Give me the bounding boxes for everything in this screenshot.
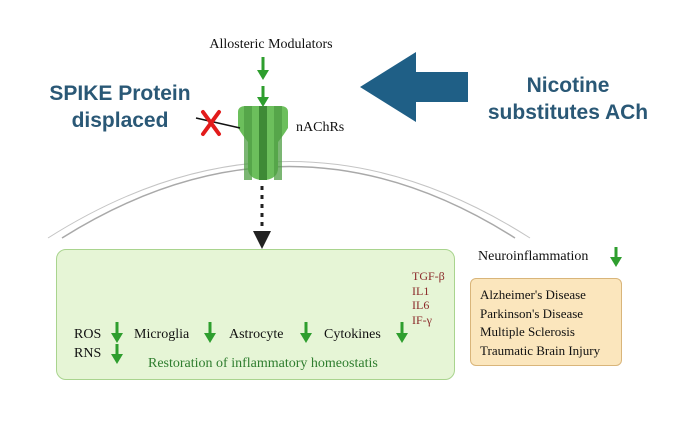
nicotine-line-2: substitutes ACh	[487, 101, 649, 124]
cytokine-list: TGF-β IL1 IL6 IF-γ	[412, 269, 445, 327]
down-arrow-icon	[111, 322, 123, 343]
big-left-arrow-icon	[360, 52, 468, 122]
down-arrow-icon	[396, 322, 408, 343]
disease-item: Multiple Sclerosis	[480, 324, 575, 339]
receptor-icon	[238, 106, 288, 180]
cytokine-item: IF-γ	[412, 312, 432, 327]
cell-membrane	[47, 161, 531, 239]
spike-line-1: SPIKE Protein	[49, 82, 191, 105]
down-arrow-icon	[111, 344, 123, 364]
cytokines-label: Cytokines	[324, 327, 381, 342]
cytokine-item: IL1	[412, 283, 430, 298]
nicotine-label: Nicotine substitutes ACh	[468, 72, 668, 126]
cytokine-item: TGF-β	[412, 269, 445, 283]
disease-item: Traumatic Brain Injury	[480, 342, 601, 358]
modulator-arrows-icon	[257, 57, 269, 107]
spike-protein-label: SPIKE Protein displaced	[20, 80, 220, 134]
neuroinflammation-label: Neuroinflammation	[478, 249, 589, 264]
rns-label: RNS	[74, 346, 102, 361]
disease-box: Alzheimer's Disease Parkinson's Disease …	[470, 278, 622, 366]
down-arrow-icon	[300, 322, 312, 343]
astrocyte-label: Astrocyte	[229, 327, 284, 342]
spike-line-2: displaced	[71, 109, 169, 132]
disease-item: Alzheimer's Disease	[480, 287, 586, 302]
down-arrow-icon	[610, 247, 622, 267]
disease-item: Parkinson's Disease	[480, 305, 584, 321]
allosteric-modulators-label: Allosteric Modulators	[209, 37, 333, 52]
ros-label: ROS	[74, 327, 102, 342]
cytokine-item: IL6	[412, 298, 430, 312]
restoration-label: Restoration of inflammatory homeostatis	[148, 356, 378, 371]
x-mark-icon	[201, 110, 221, 136]
down-arrow-icon	[204, 322, 216, 343]
microglia-label: Microglia	[134, 327, 190, 342]
nachrs-label: nAChRs	[296, 120, 345, 135]
spike-pointer-line	[195, 117, 241, 129]
inflammation-panel	[56, 249, 455, 380]
nicotine-line-1: Nicotine	[526, 74, 610, 97]
